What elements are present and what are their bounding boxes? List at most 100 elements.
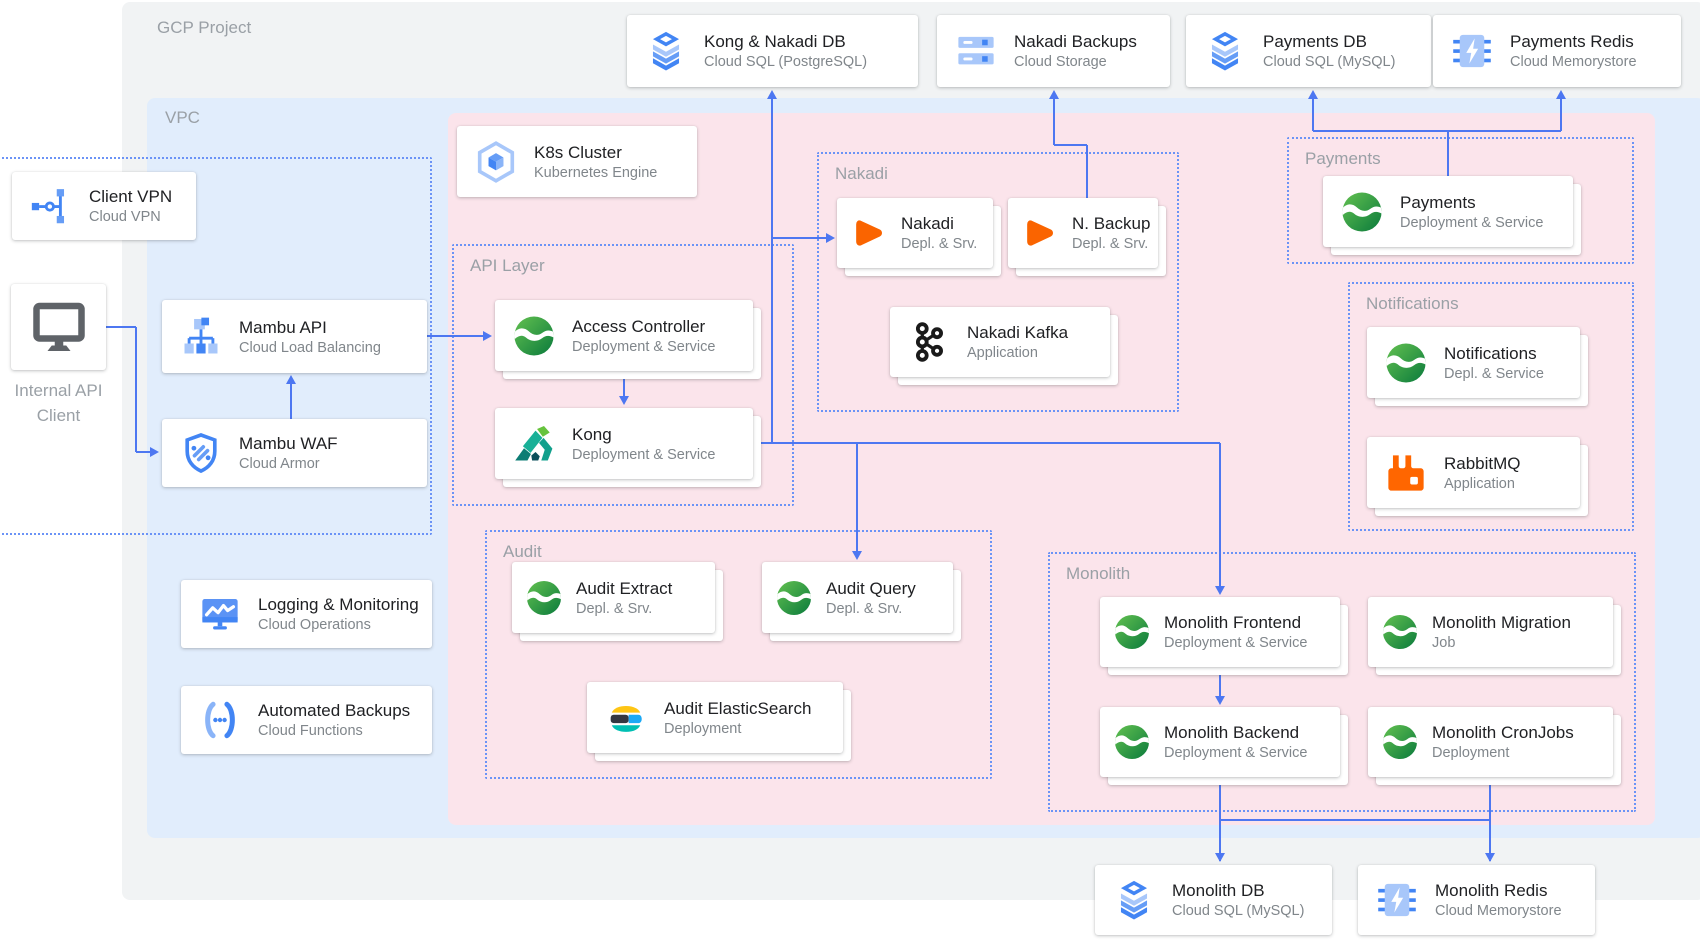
arrowhead-up [1556, 90, 1566, 99]
card-subtitle: Application [1444, 475, 1521, 494]
arrowhead-up [1049, 90, 1059, 99]
arrowhead-down [1215, 696, 1225, 705]
card-logging-monitoring: Logging & MonitoringCloud Operations [181, 580, 432, 648]
card-subtitle: Depl. & Srv. [901, 235, 977, 254]
mambu-icon [774, 578, 814, 618]
connector-line [1219, 443, 1221, 592]
nakadi-icon [849, 213, 889, 253]
arrowhead-down [619, 396, 629, 405]
kafka-icon [906, 319, 952, 365]
gcp-project-label: GCP Project [157, 18, 251, 38]
card-title: Audit Query [826, 577, 916, 600]
card-subtitle: Deployment & Service [1164, 744, 1307, 763]
connector-line [427, 335, 486, 337]
connector-line [856, 443, 858, 557]
card-title: Nakadi Backups [1014, 30, 1137, 53]
card-monolith-redis: Monolith RedisCloud Memorystore [1358, 865, 1595, 935]
connector-line [771, 92, 773, 443]
card-automated-backups: Automated BackupsCloud Functions [181, 686, 432, 754]
memorystore-icon [1374, 877, 1420, 923]
arrowhead-up [1308, 90, 1318, 99]
arrowhead-right [150, 447, 159, 457]
card-monolith-migration: Monolith MigrationJob [1368, 597, 1613, 667]
card-subtitle: Depl. & Srv. [826, 600, 916, 619]
connector-line [1447, 131, 1449, 176]
card-payments-redis: Payments RedisCloud Memorystore [1433, 15, 1681, 87]
card-title: Monolith Frontend [1164, 611, 1307, 634]
card-subtitle: Cloud Functions [258, 722, 410, 741]
rabbitmq-icon [1383, 450, 1429, 496]
mambu-icon [1380, 722, 1420, 762]
arrowhead-down [1215, 586, 1225, 595]
card-mambu-api: Mambu APICloud Load Balancing [162, 300, 427, 373]
connector-line [135, 327, 137, 452]
card-title: Logging & Monitoring [258, 593, 419, 616]
cloud-vpn-icon [28, 183, 74, 229]
memorystore-icon [1449, 28, 1495, 74]
card-title: Notifications [1444, 342, 1544, 365]
card-monolith-cronjobs: Monolith CronJobsDeployment [1368, 707, 1613, 777]
card-nakadi-kafka: Nakadi KafkaApplication [890, 307, 1110, 377]
card-title: Kong & Nakadi DB [704, 30, 867, 53]
card-title: Client VPN [89, 185, 172, 208]
card-monolith-backend: Monolith BackendDeployment & Service [1100, 707, 1340, 777]
card-title: Monolith CronJobs [1432, 721, 1574, 744]
cloud-operations-icon [197, 591, 243, 637]
card-title: Mambu API [239, 316, 381, 339]
group-label-nakadi-zone: Nakadi [835, 164, 888, 184]
card-nakadi-backups: Nakadi BackupsCloud Storage [937, 15, 1170, 87]
group-label-monolith-zone: Monolith [1066, 564, 1130, 584]
card-access-controller: Access ControllerDeployment & Service [495, 300, 753, 371]
elasticsearch-icon [603, 695, 649, 741]
card-title: Payments DB [1263, 30, 1395, 53]
card-audit-extract: Audit ExtractDepl. & Srv. [512, 562, 715, 633]
card-subtitle: Deployment & Service [572, 338, 715, 357]
card-subtitle: Depl. & Srv. [1072, 235, 1150, 254]
card-nakadi: NakadiDepl. & Srv. [837, 198, 993, 268]
arrowhead-down [852, 551, 862, 560]
card-title: Nakadi Kafka [967, 321, 1068, 344]
connector-line [290, 378, 292, 419]
card-subtitle: Cloud Memorystore [1435, 902, 1562, 921]
card-subtitle: Cloud Armor [239, 455, 338, 474]
cloud-sql-icon [1202, 28, 1248, 74]
card-subtitle: Cloud SQL (MySQL) [1172, 902, 1304, 921]
connector-line [1220, 819, 1490, 821]
card-title: Monolith DB [1172, 879, 1304, 902]
card-title: Monolith Redis [1435, 879, 1562, 902]
group-label-api-layer: API Layer [470, 256, 545, 276]
card-payments-db: Payments DBCloud SQL (MySQL) [1186, 15, 1431, 87]
card-caption-line: Internal API [15, 378, 103, 403]
card-subtitle: Depl. & Service [1444, 365, 1544, 384]
card-monolith-db: Monolith DBCloud SQL (MySQL) [1095, 865, 1332, 935]
mambu-icon [1112, 722, 1152, 762]
card-caption: Internal APIClient [15, 378, 103, 428]
nakadi-icon [1020, 213, 1060, 253]
cloud-sql-icon [1111, 877, 1157, 923]
card-title: Audit ElasticSearch [664, 697, 811, 720]
card-title: Nakadi [901, 212, 977, 235]
card-subtitle: Cloud SQL (PostgreSQL) [704, 53, 867, 72]
connector-line [1054, 144, 1087, 146]
card-subtitle: Application [967, 344, 1068, 363]
arrowhead-right [483, 331, 492, 341]
card-title: Mambu WAF [239, 432, 338, 455]
arrowhead-up [767, 90, 777, 99]
card-subtitle: Deployment & Service [572, 446, 715, 465]
card-subtitle: Kubernetes Engine [534, 164, 657, 183]
monitor-icon [27, 297, 91, 357]
card-title: Automated Backups [258, 699, 410, 722]
arrowhead-right [826, 233, 835, 243]
gke-icon [473, 139, 519, 185]
card-caption-line: Client [15, 403, 103, 428]
mambu-icon [511, 313, 557, 359]
card-monolith-frontend: Monolith FrontendDeployment & Service [1100, 597, 1340, 667]
arrowhead-up [286, 375, 296, 384]
card-client-vpn: Client VPNCloud VPN [12, 172, 196, 240]
cloud-functions-icon [197, 697, 243, 743]
card-subtitle: Deployment [664, 720, 811, 739]
card-title: K8s Cluster [534, 141, 657, 164]
card-n-backup: N. BackupDepl. & Srv. [1008, 198, 1158, 268]
connector-line [753, 442, 1220, 444]
mambu-icon [1383, 340, 1429, 386]
